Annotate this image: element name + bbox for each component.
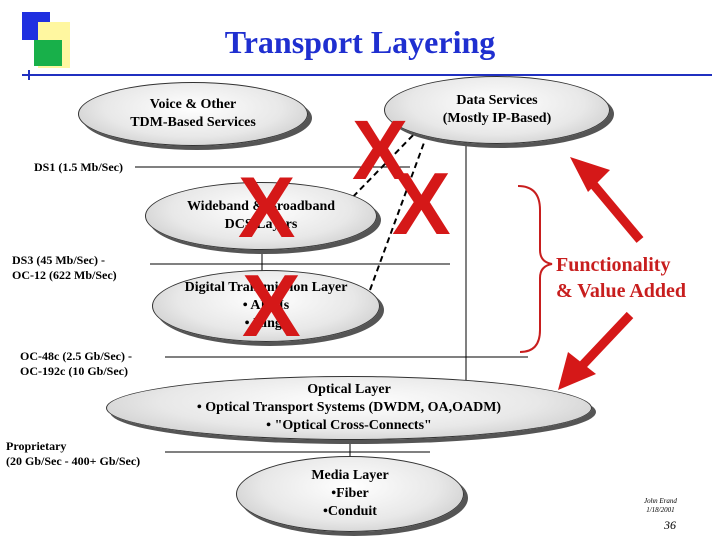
optical-ellipse-line2: • Optical Transport Systems (DWDM, OA,OA… — [196, 400, 502, 415]
dtl-to-data-dashed — [369, 139, 426, 291]
x-mark-data-services: X — [352, 103, 409, 197]
media-ellipse-line2: •Fiber — [331, 486, 369, 501]
dtl-ellipse-line3: • Rings — [244, 316, 288, 331]
oc48-label: OC-48c (2.5 Gb/Sec) - OC-192c (10 Gb/Sec… — [20, 349, 132, 379]
data-services-ellipse: Data Services (Mostly IP-Based) — [384, 76, 610, 144]
corner-green-square — [34, 40, 62, 66]
data-to-dcs-dashed — [344, 127, 421, 206]
data-ellipse-line2: (Mostly IP-Based) — [442, 111, 552, 126]
dtl-ellipse-line1: Digital Transmission Layer — [184, 280, 348, 295]
arrow-down — [574, 311, 634, 374]
data-ellipse-line1: Data Services — [456, 93, 538, 108]
footer-date: 1/18/2001 — [646, 506, 675, 514]
arrow-down-head — [558, 352, 596, 390]
media-layer-ellipse: Media Layer •Fiber •Conduit — [236, 456, 464, 532]
oc48-label-line2: OC-192c (10 Gb/Sec) — [20, 364, 128, 378]
ds3-label-line1: DS3 (45 Mb/Sec) - — [12, 253, 105, 267]
dtl-ellipse-line2: • ADMs — [242, 298, 290, 313]
footer-author: John Erand — [644, 497, 677, 505]
optical-ellipse-line1: Optical Layer — [307, 382, 391, 397]
proprietary-label: Proprietary (20 Gb/Sec - 400+ Gb/Sec) — [6, 439, 140, 469]
arrow-up — [584, 175, 644, 243]
title-underline — [22, 74, 712, 76]
slide-title: Transport Layering — [224, 24, 496, 60]
voice-ellipse-line1: Voice & Other — [149, 97, 237, 112]
ds3-label-line2: OC-12 (622 Mb/Sec) — [12, 268, 117, 282]
page-number: 36 — [664, 518, 676, 532]
functionality-line1: Functionality — [556, 254, 671, 276]
oc48-label-line1: OC-48c (2.5 Gb/Sec) - — [20, 349, 132, 363]
ds1-label: DS1 (1.5 Mb/Sec) — [34, 160, 123, 174]
digital-transmission-ellipse: Digital Transmission Layer • ADMs • Rings — [152, 270, 380, 342]
title-underline-tick — [28, 70, 30, 80]
dcs-ellipse-line1: Wideband & Broadband — [186, 199, 336, 214]
ds3-label: DS3 (45 Mb/Sec) - OC-12 (622 Mb/Sec) — [12, 253, 117, 283]
dcs-ellipse-line2: DCS Layers — [224, 217, 298, 232]
proprietary-label-line2: (20 Gb/Sec - 400+ Gb/Sec) — [6, 454, 141, 468]
x-mark-dcs: X — [238, 160, 296, 256]
optical-ellipse-line3: • "Optical Cross-Connects" — [266, 418, 432, 433]
functionality-label: Functionality & Value Added — [556, 252, 686, 304]
x-mark-dcs-right: X — [392, 154, 451, 253]
proprietary-label-line1: Proprietary — [6, 439, 67, 453]
media-ellipse-line3: •Conduit — [323, 504, 377, 519]
x-mark-dtl: X — [242, 256, 301, 355]
footer-credit: John Erand 1/18/2001 — [644, 497, 677, 515]
media-ellipse-line1: Media Layer — [311, 468, 389, 483]
voice-ellipse-line2: TDM-Based Services — [130, 115, 256, 130]
functionality-brace — [517, 185, 553, 353]
arrow-up-head — [570, 157, 610, 192]
optical-layer-ellipse: Optical Layer • Optical Transport Systems… — [106, 376, 592, 440]
functionality-line2: & Value Added — [556, 280, 687, 302]
